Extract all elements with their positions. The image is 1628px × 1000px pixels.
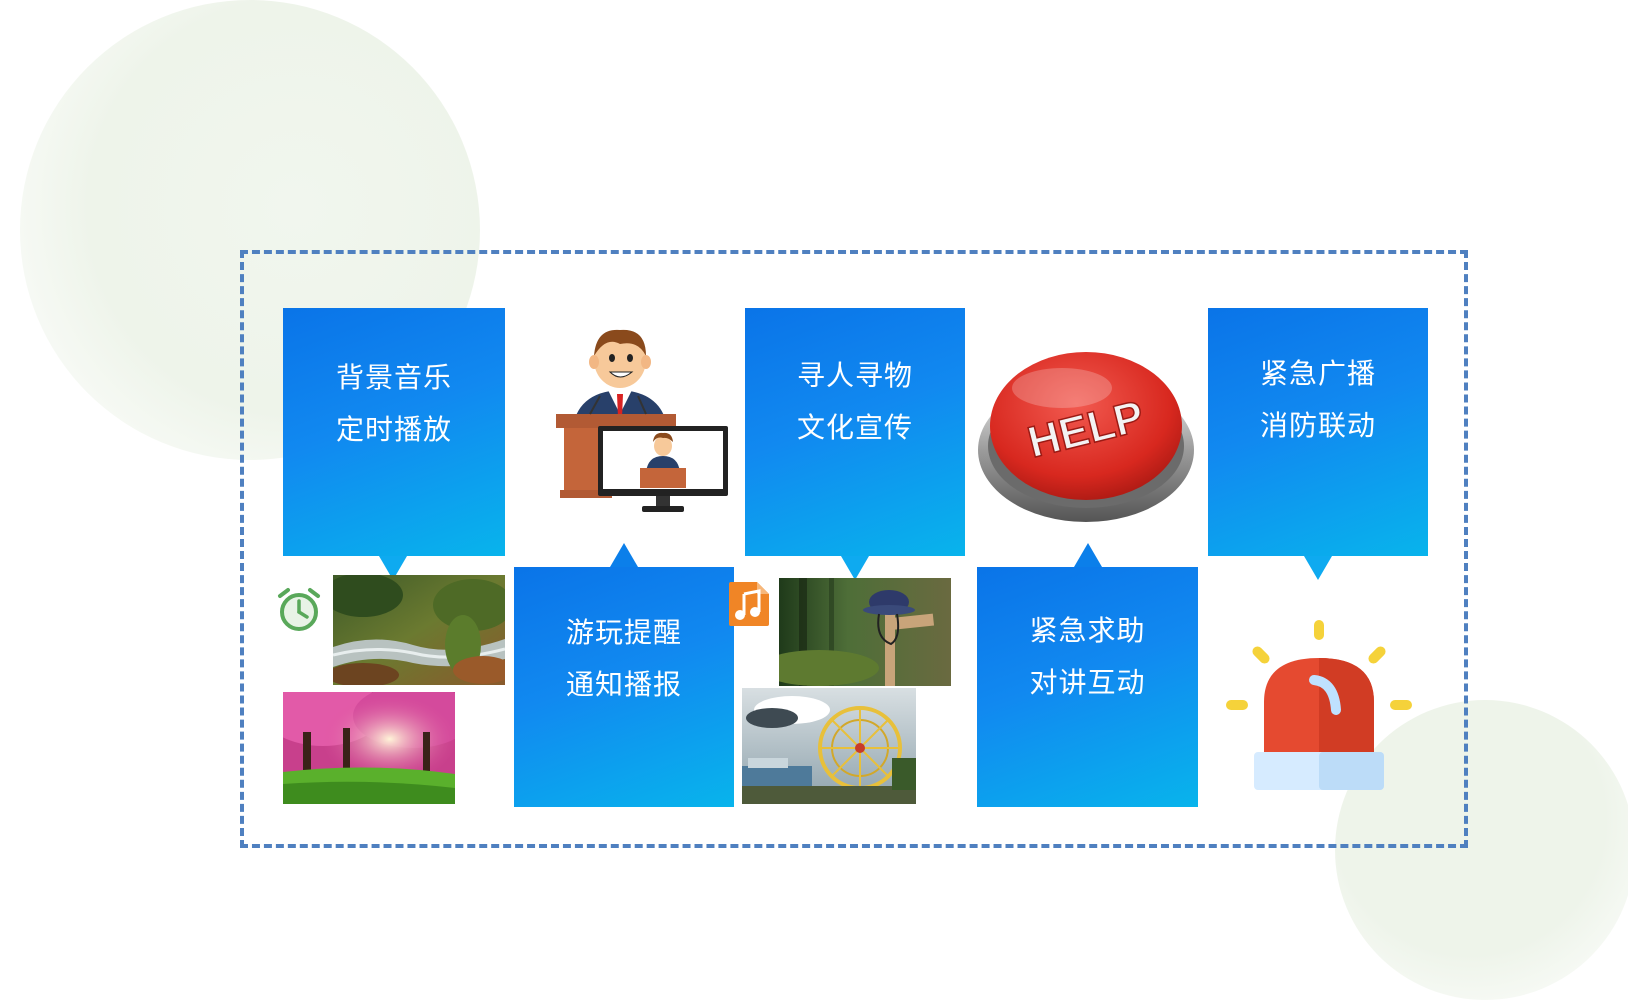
background-circle-bottom-right	[1335, 700, 1628, 1000]
panel-3-line-2: 文化宣传	[796, 411, 913, 444]
panel-4-line-2: 对讲互动	[1029, 666, 1146, 699]
panel-lost-found: 寻人寻物 文化宣传	[745, 308, 965, 556]
panel-3-line-1: 寻人寻物	[796, 359, 913, 392]
help-button-icon: HELP	[976, 330, 1196, 530]
panel-emergency-broadcast: 紧急广播 消防联动	[1208, 308, 1428, 556]
panel-background-music: 背景音乐 定时播放	[283, 308, 505, 556]
panel-4-pointer	[1074, 543, 1102, 567]
panel-2-line-1: 游玩提醒	[565, 616, 682, 649]
dashed-frame	[240, 250, 1468, 848]
music-file-icon	[727, 580, 771, 628]
panel-1-line-2: 定时播放	[335, 413, 452, 446]
forest-stream-photo	[333, 575, 505, 685]
speaker-man-icon	[550, 322, 735, 528]
panel-3-pointer	[841, 556, 869, 580]
panel-2-line-2: 通知播报	[565, 668, 682, 701]
panel-1-line-1: 背景音乐	[335, 361, 452, 394]
panel-emergency-help: 紧急求助 对讲互动	[977, 567, 1198, 807]
panel-2-pointer	[610, 543, 638, 567]
cherry-blossom-photo	[283, 692, 455, 804]
alarm-clock-icon	[276, 586, 322, 632]
siren-icon	[1226, 620, 1412, 794]
lost-hat-signpost-photo	[779, 578, 951, 686]
ferris-wheel-photo	[742, 688, 916, 804]
panel-4-line-1: 紧急求助	[1029, 614, 1146, 647]
panel-visit-reminder: 游玩提醒 通知播报	[514, 567, 734, 807]
panel-5-line-1: 紧急广播	[1259, 357, 1376, 390]
panel-5-pointer	[1304, 556, 1332, 580]
panel-5-line-2: 消防联动	[1259, 409, 1376, 442]
